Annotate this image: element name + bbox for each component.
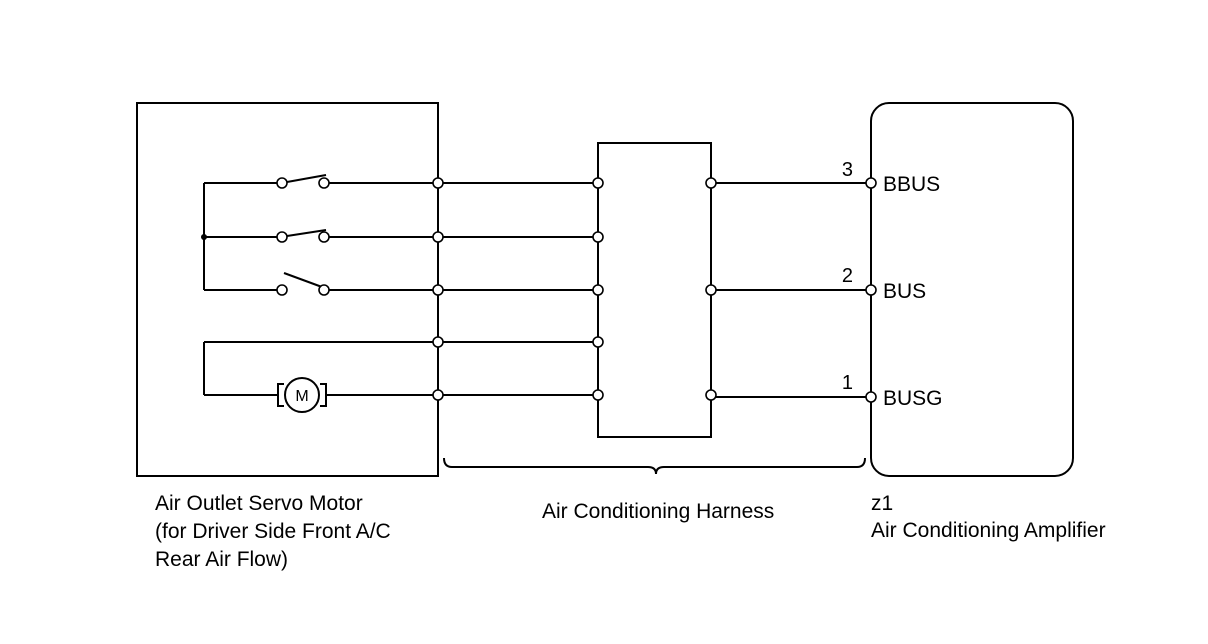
switch-3 — [204, 272, 438, 296]
servo-to-harness-wires — [443, 182, 593, 396]
harness-left-terminal — [592, 389, 604, 401]
servo-motor-label-line2: (for Driver Side Front A/C — [155, 520, 391, 543]
amplifier-connector-code: z1 — [871, 492, 893, 515]
servo-terminal — [432, 284, 444, 296]
amplifier-label: Air Conditioning Amplifier — [871, 519, 1106, 542]
pin-number: 3 — [842, 159, 853, 181]
harness-right-terminal — [705, 177, 717, 189]
amplifier-terminal — [865, 284, 877, 296]
servo-motor-label-line3: Rear Air Flow) — [155, 548, 288, 571]
harness-brace — [443, 457, 866, 475]
harness-box — [597, 142, 712, 438]
harness-left-terminal — [592, 284, 604, 296]
motor-label: M — [295, 388, 308, 405]
servo-terminal — [432, 231, 444, 243]
amplifier-terminal — [865, 391, 877, 403]
amplifier-terminal — [865, 177, 877, 189]
servo-terminal — [432, 336, 444, 348]
switch-1 — [204, 174, 438, 189]
harness-left-terminal — [592, 231, 604, 243]
servo-motor-component: M — [136, 102, 444, 477]
servo-terminal — [432, 389, 444, 401]
pin-number: 1 — [842, 372, 853, 394]
servo-motor-label-line1: Air Outlet Servo Motor — [155, 492, 363, 515]
amplifier-component: 3 2 1 BBUS BUS BUSG — [842, 102, 1074, 477]
harness-left-terminal — [592, 177, 604, 189]
pin-signal-label: BUSG — [883, 387, 943, 410]
switch-2 — [204, 229, 438, 243]
pin-number: 2 — [842, 265, 853, 287]
harness-label: Air Conditioning Harness — [542, 500, 774, 523]
harness-right-terminal — [705, 284, 717, 296]
servo-terminal — [432, 177, 444, 189]
pin-signal-label: BUS — [883, 280, 926, 303]
motor-symbol — [284, 377, 320, 413]
pin-signal-label: BBUS — [883, 173, 940, 196]
harness-component — [592, 142, 717, 438]
harness-to-amplifier-wires — [716, 182, 866, 398]
harness-left-terminal — [592, 336, 604, 348]
motor-circuit: M — [203, 341, 438, 413]
harness-right-terminal — [705, 389, 717, 401]
